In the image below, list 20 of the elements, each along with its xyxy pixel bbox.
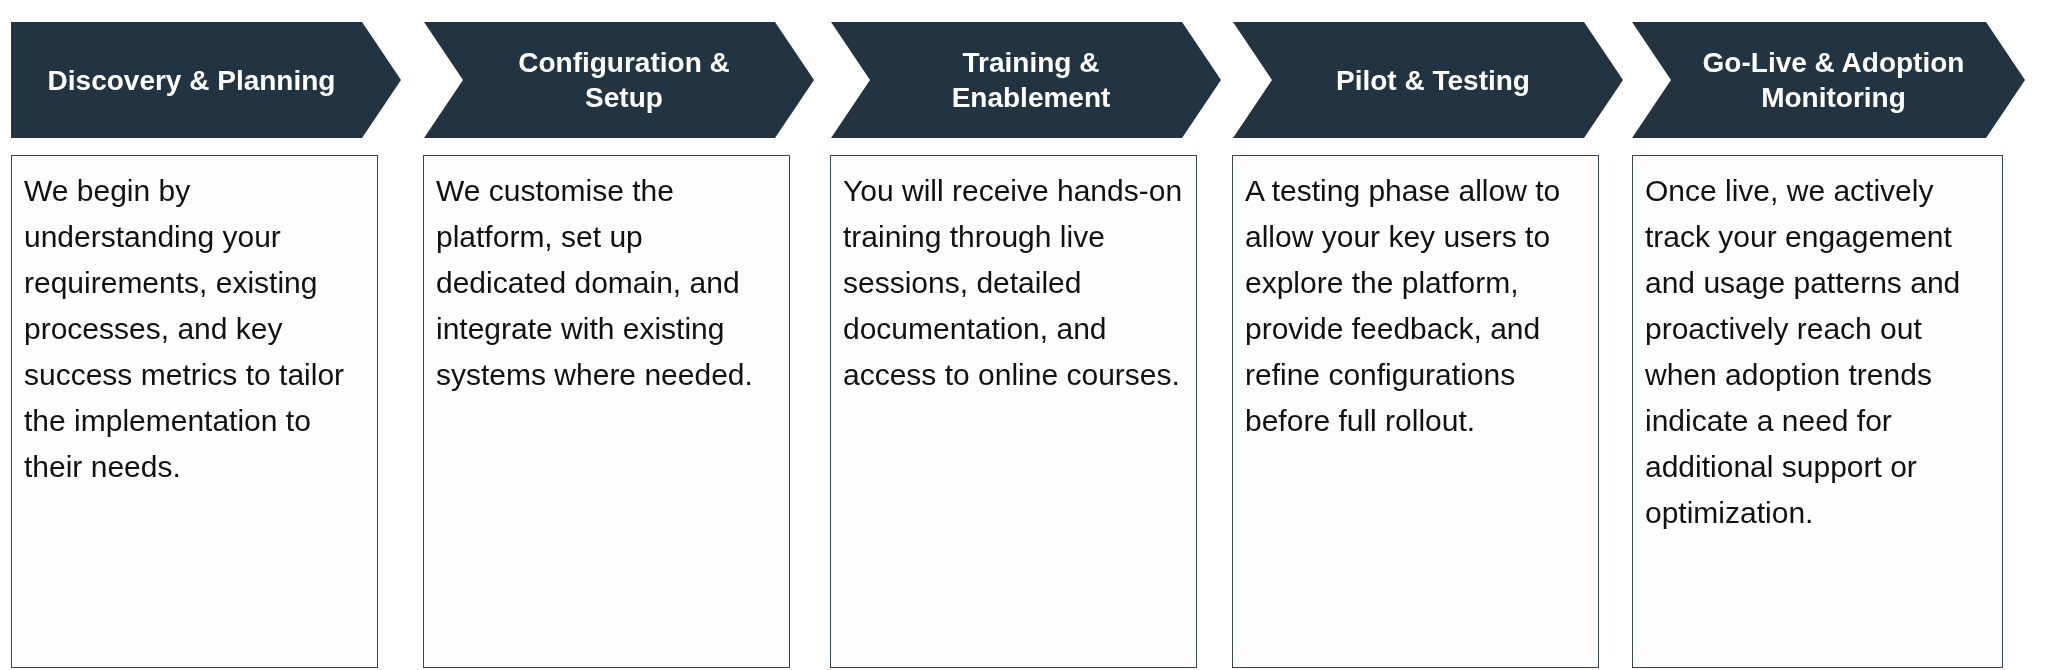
phase-heading: Discovery & Planning xyxy=(47,63,336,98)
description-text: We begin by understanding your requirements, existing processes, and key success metrics to tailor the implementation to their needs. xyxy=(24,173,346,485)
phase-heading: Go-Live & Adoption Monitoring xyxy=(1701,46,1966,115)
description-box xyxy=(11,155,378,668)
description-text: We customise the platform, set up dedicated domain, and integrate with existing systems where needed. xyxy=(436,173,754,393)
description-box xyxy=(1232,155,1599,668)
phase-header-banner xyxy=(831,22,1221,138)
phase-header-banner xyxy=(1233,22,1623,138)
phase-heading: Training & Enablement xyxy=(950,46,1112,115)
phase-header-banner xyxy=(1632,22,2025,138)
description-text: A testing phase allow to allow your key users to explore the platform, provide feedback, and refine configurations before full rollout. xyxy=(1245,173,1562,439)
description-box xyxy=(830,155,1197,668)
description-text: Once live, we actively track your engagement and usage patterns and proactively reach out when adoption trends indicate a need for additional support or optimization. xyxy=(1645,173,1962,531)
description-box xyxy=(423,155,790,668)
phase-header-banner xyxy=(424,22,814,138)
phase-header-banner xyxy=(11,22,401,138)
phase-heading: Pilot & Testing xyxy=(1336,63,1530,98)
description-text: You will receive hands-on training through live sessions, detailed documentation, and access to online courses. xyxy=(843,173,1184,393)
phase-heading: Configuration & Setup xyxy=(517,46,731,115)
description-box xyxy=(1632,155,2003,668)
